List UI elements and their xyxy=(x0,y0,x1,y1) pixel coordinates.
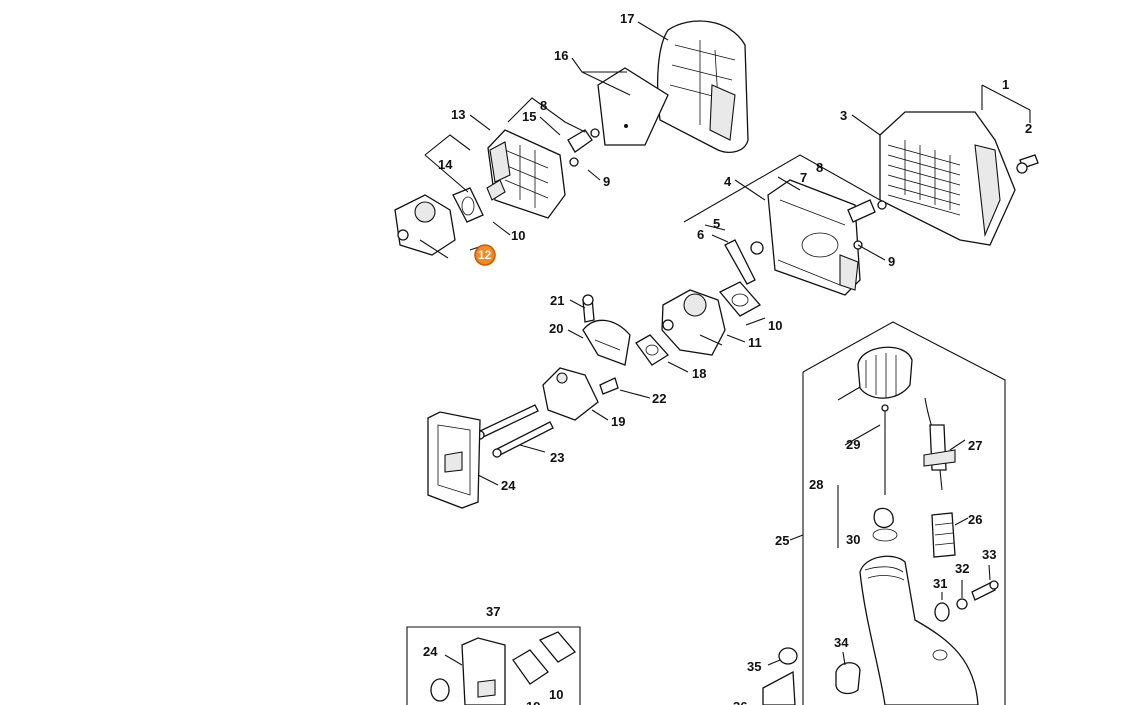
callout-4[interactable]: 4 xyxy=(724,174,732,189)
callout-20[interactable]: 20 xyxy=(549,321,563,336)
screw-21[interactable] xyxy=(582,294,595,323)
callout-24b[interactable]: 24 xyxy=(423,644,438,659)
callout-25[interactable]: 25 xyxy=(775,533,789,548)
shroud-cover[interactable] xyxy=(656,20,749,153)
fuel-cap[interactable] xyxy=(857,346,913,399)
callout-9b[interactable]: 9 xyxy=(888,254,895,269)
pin-6[interactable] xyxy=(724,239,756,285)
intake-19[interactable] xyxy=(542,367,619,421)
callout-29[interactable]: 29 xyxy=(846,437,860,452)
callout-22[interactable]: 22 xyxy=(652,391,666,406)
callout-10b[interactable]: 10 xyxy=(768,318,782,333)
callout-28[interactable]: 28 xyxy=(809,477,823,492)
callout-18[interactable]: 18 xyxy=(692,366,706,381)
callout-13[interactable]: 13 xyxy=(451,107,465,122)
callout-36[interactable]: 36 xyxy=(733,699,747,705)
callout-17[interactable]: 17 xyxy=(620,11,634,26)
manifold-body[interactable] xyxy=(487,129,566,219)
callout-35[interactable]: 35 xyxy=(747,659,761,674)
callout-3[interactable]: 3 xyxy=(840,108,847,123)
callout-8a[interactable]: 8 xyxy=(540,98,547,113)
callout-12: 12 xyxy=(478,248,492,262)
callout-15[interactable]: 15 xyxy=(522,109,536,124)
callout-9a[interactable]: 9 xyxy=(603,174,610,189)
callout-11[interactable]: 11 xyxy=(748,335,762,350)
carburetor-11[interactable] xyxy=(661,289,726,356)
callout-33[interactable]: 33 xyxy=(982,547,996,562)
callout-2[interactable]: 2 xyxy=(1025,121,1032,136)
callout-labels: 1 2 3 4 5 6 7 8 8 9 9 10 10 10 11 12 13 … xyxy=(423,11,1032,705)
callout-34[interactable]: 34 xyxy=(834,635,849,650)
callout-7[interactable]: 7 xyxy=(800,170,807,185)
callout-16[interactable]: 16 xyxy=(554,48,568,63)
callout-14[interactable]: 14 xyxy=(438,157,453,172)
plate-24[interactable] xyxy=(427,411,481,509)
filter-pad[interactable] xyxy=(597,67,669,146)
gasket-14[interactable] xyxy=(452,179,506,223)
callout-5[interactable]: 5 xyxy=(713,216,720,231)
mount-plate[interactable] xyxy=(767,179,887,296)
callout-6[interactable]: 6 xyxy=(697,227,704,242)
callout-21[interactable]: 21 xyxy=(550,293,564,308)
heat-shield-20[interactable] xyxy=(582,319,631,366)
callout-1[interactable]: 1 xyxy=(1002,77,1009,92)
fuel-filter-26[interactable] xyxy=(931,512,956,558)
callout-10c[interactable]: 10 xyxy=(549,687,563,702)
carburetor-small[interactable] xyxy=(394,194,456,259)
primer-34[interactable] xyxy=(835,662,861,695)
callout-19[interactable]: 19 xyxy=(611,414,625,429)
fuel-tank-panel xyxy=(802,321,1006,705)
grommet-32[interactable] xyxy=(956,598,968,610)
screw-33[interactable] xyxy=(971,580,999,601)
callout-31[interactable]: 31 xyxy=(933,576,947,591)
callout-24a[interactable]: 24 xyxy=(501,478,516,493)
callout-26[interactable]: 26 xyxy=(968,512,982,527)
callout-12-highlight[interactable]: 12 xyxy=(474,244,496,266)
callout-30[interactable]: 30 xyxy=(846,532,860,547)
callout-23[interactable]: 23 xyxy=(550,450,564,465)
cap-35[interactable] xyxy=(778,647,798,665)
callout-32[interactable]: 32 xyxy=(955,561,969,576)
screw-2[interactable] xyxy=(1016,154,1039,174)
retainer-cord[interactable] xyxy=(872,404,898,542)
callout-10a[interactable]: 10 xyxy=(511,228,525,243)
callout-19b[interactable]: 19 xyxy=(526,699,540,705)
grommet-31[interactable] xyxy=(934,602,950,622)
fuel-line-27[interactable] xyxy=(923,397,956,491)
kit-box xyxy=(406,626,581,705)
leader-lines xyxy=(424,21,1031,666)
gasket-18[interactable] xyxy=(635,334,670,366)
nut-5[interactable] xyxy=(750,241,764,255)
label-36[interactable] xyxy=(762,670,796,705)
fuel-tank-body[interactable] xyxy=(859,555,979,705)
gasket-10-mid[interactable] xyxy=(718,281,762,317)
callout-8b[interactable]: 8 xyxy=(816,160,823,175)
choke-lever[interactable] xyxy=(567,128,600,167)
long-bolts[interactable] xyxy=(475,404,554,458)
callout-37[interactable]: 37 xyxy=(486,604,500,619)
callout-27[interactable]: 27 xyxy=(968,438,982,453)
air-filter-cover[interactable] xyxy=(879,111,1016,246)
